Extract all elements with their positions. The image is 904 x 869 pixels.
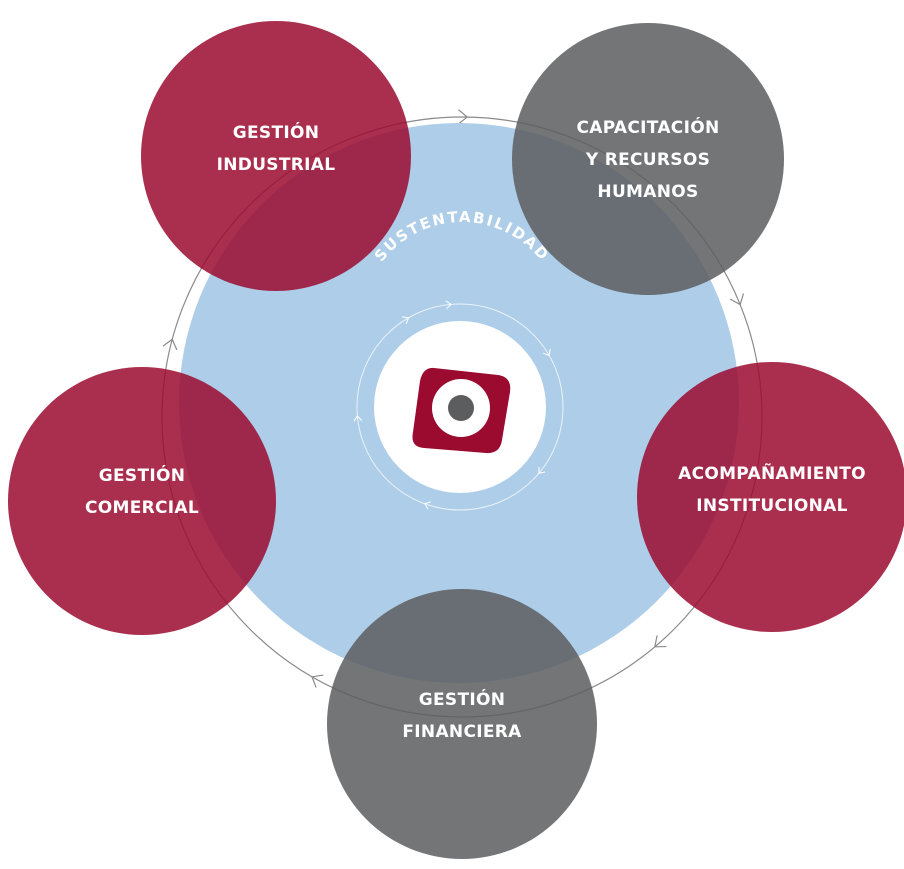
node-gestion-financiera: GESTIÓN FINANCIERA [327, 589, 597, 859]
node-label-line: GESTIÓN [233, 121, 320, 143]
node-circle [327, 589, 597, 859]
brand-logo-icon [412, 367, 511, 454]
node-circle [141, 21, 411, 291]
node-acompanamiento-institucional: ACOMPAÑAMIENTO INSTITUCIONAL [637, 362, 904, 632]
node-label: CAPACITACIÓN Y RECURSOS HUMANOS [576, 116, 719, 202]
node-label-line: FINANCIERA [402, 722, 522, 742]
node-label-line: ACOMPAÑAMIENTO [678, 461, 866, 484]
cycle-arrow-icon [424, 501, 431, 510]
node-label-line: Y RECURSOS [585, 150, 710, 170]
node-circle [512, 23, 784, 295]
node-gestion-comercial: GESTIÓN COMERCIAL [8, 367, 276, 635]
cycle-arrow-icon [445, 300, 452, 310]
node-label: GESTIÓN INDUSTRIAL [217, 121, 336, 175]
cycle-arrow-icon [457, 109, 469, 125]
node-label: GESTIÓN COMERCIAL [85, 464, 199, 518]
node-label-line: GESTIÓN [419, 688, 506, 710]
node-label-line: INSTITUCIONAL [696, 496, 848, 516]
node-label: ACOMPAÑAMIENTO INSTITUCIONAL [678, 461, 866, 516]
inner-cycle-arrows [353, 300, 551, 510]
cycle-arrow-icon [543, 349, 551, 357]
node-circle [637, 362, 904, 632]
cycle-arrow-icon [729, 293, 745, 306]
node-label-line: INDUSTRIAL [217, 155, 336, 175]
node-label-line: GESTIÓN [99, 464, 186, 486]
cycle-arrow-icon [402, 316, 410, 324]
node-gestion-industrial: GESTIÓN INDUSTRIAL [141, 21, 411, 291]
cycle-arrows [162, 109, 745, 688]
cycle-arrow-icon [353, 415, 363, 422]
node-label-line: HUMANOS [597, 182, 698, 202]
cycle-arrow-icon [162, 338, 178, 351]
nodes: GESTIÓN INDUSTRIAL CAPACITACIÓN Y RECURSOS H… [8, 21, 904, 859]
node-capacitacion-rrhh: CAPACITACIÓN Y RECURSOS HUMANOS [512, 23, 784, 295]
node-label-line: COMERCIAL [85, 498, 199, 518]
cycle-arrow-icon [311, 674, 324, 688]
node-circle [8, 367, 276, 635]
node-label: GESTIÓN FINANCIERA [402, 688, 522, 742]
cycle-arrow-icon [538, 466, 546, 474]
cycle-arrow-icon [654, 635, 667, 648]
node-label-line: CAPACITACIÓN [576, 116, 719, 138]
inner-cycle-ring [356, 303, 564, 511]
